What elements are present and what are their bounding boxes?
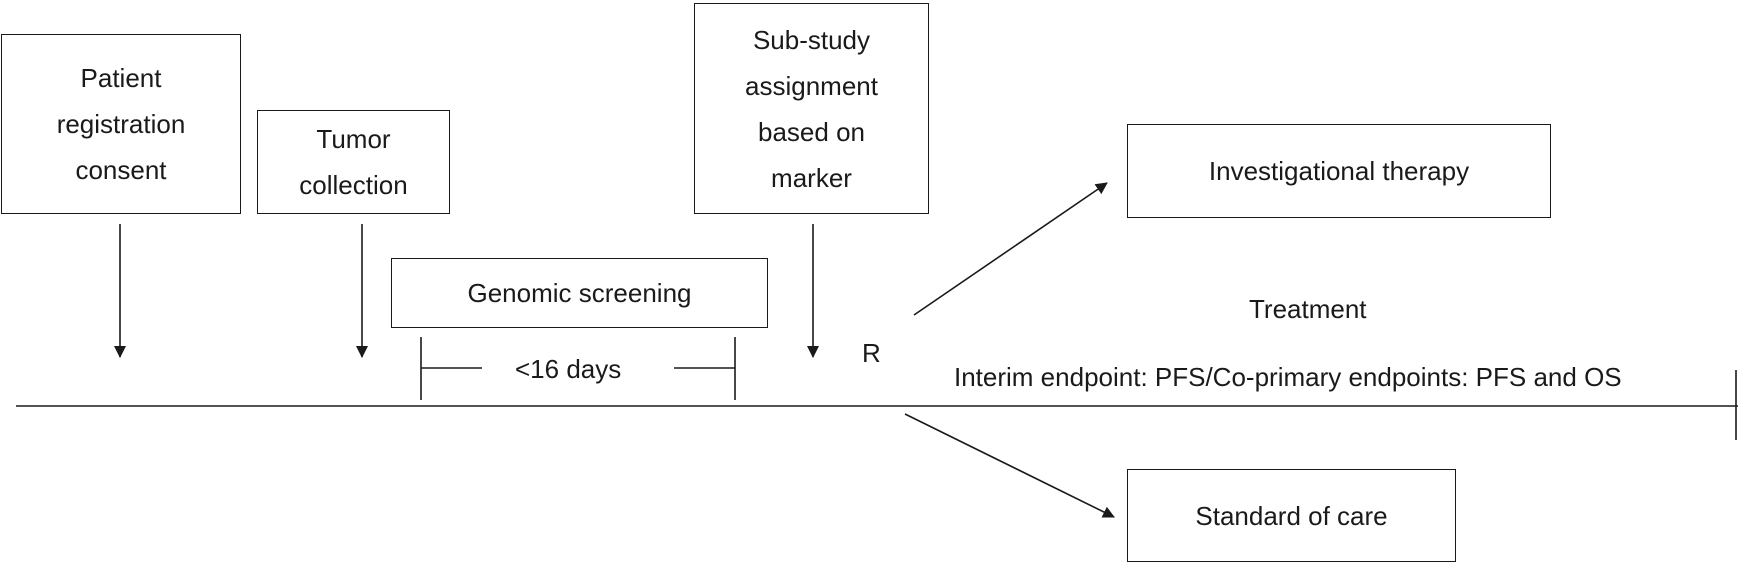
endpoints-label: Interim endpoint: PFS/Co-primary endpoin… <box>954 362 1622 392</box>
investigational-therapy-text: Investigational therapy <box>1208 156 1470 186</box>
treatment-label: Treatment <box>1249 294 1367 324</box>
genomic-screening-box: Genomic screening <box>391 258 768 328</box>
investigational-therapy-box: Investigational therapy <box>1127 124 1551 218</box>
screening-window-label: <16 days <box>515 354 622 384</box>
tumor-collection-box: Tumor collection <box>257 110 450 214</box>
standard-of-care-box: Standard of care <box>1127 469 1456 562</box>
substudy-assignment-text: Sub-study assignment based on marker <box>745 24 878 193</box>
patient-registration-text: Patient registration consent <box>56 63 186 185</box>
substudy-assignment-box: Sub-study assignment based on marker <box>694 3 929 214</box>
investigational-arrow <box>913 182 1108 316</box>
tumor-collection-text: Tumor collection <box>299 124 408 200</box>
randomization-label: R <box>862 338 881 368</box>
standard-arrow <box>904 413 1115 518</box>
genomic-screening-text: Genomic screening <box>467 278 692 308</box>
standard-of-care-text: Standard of care <box>1195 500 1388 531</box>
patient-registration-box: Patient registration consent <box>1 34 241 214</box>
